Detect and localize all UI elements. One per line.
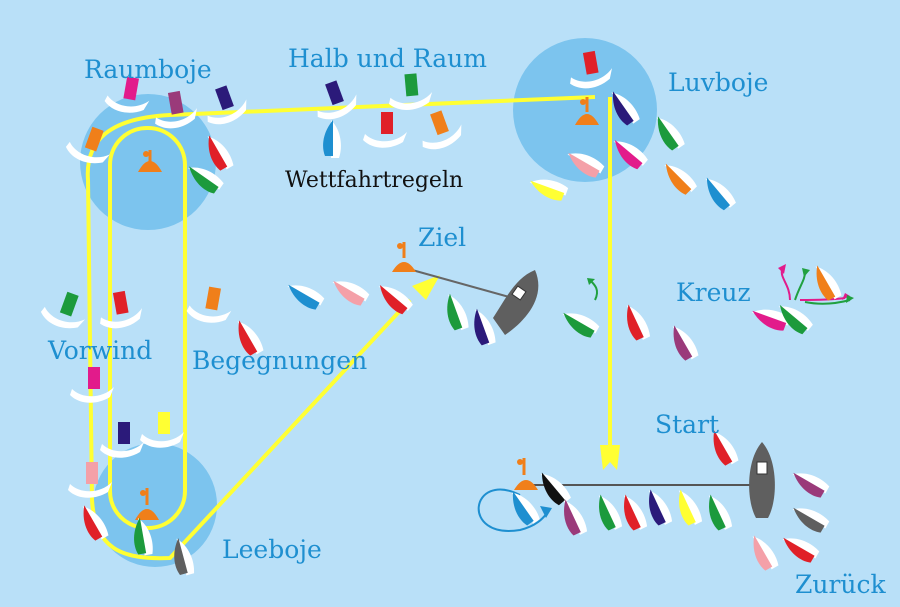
- boat-34: [237, 320, 264, 356]
- buoy-leeboje[interactable]: [135, 488, 159, 520]
- boat-23: [447, 293, 469, 331]
- boat-47: [648, 489, 673, 526]
- boat-22: [378, 284, 413, 315]
- boat-41: [174, 538, 195, 576]
- tack-arrowheads: [587, 264, 854, 303]
- boat-14: [656, 116, 685, 151]
- buoy-start[interactable]: [514, 458, 538, 490]
- buoy-ziel[interactable]: [392, 242, 416, 272]
- boat-32: [100, 290, 143, 329]
- label-ziel[interactable]: Ziel: [418, 223, 467, 252]
- boat-30: [815, 265, 842, 301]
- boat-12: [570, 50, 613, 89]
- label-zurueck[interactable]: Zurück: [795, 570, 886, 599]
- finish-line: [404, 267, 521, 301]
- label-leeboje[interactable]: Leeboje: [222, 535, 322, 564]
- boat-16: [567, 152, 605, 178]
- label-halb-und-raum[interactable]: Halb und Raum: [288, 44, 487, 73]
- label-wettfahrtregeln[interactable]: Wettfahrtregeln: [285, 168, 464, 193]
- boat-5: [207, 135, 234, 171]
- committee-boat-ziel[interactable]: [493, 270, 539, 335]
- boat-11: [323, 120, 341, 158]
- boat-54: [752, 535, 779, 571]
- boat-35: [70, 367, 114, 403]
- penalty-turn-arrowhead: [540, 506, 552, 518]
- boat-52: [792, 507, 830, 533]
- buoy-luvboje[interactable]: [575, 97, 599, 125]
- boat-43: [511, 491, 540, 526]
- boat-9: [363, 112, 407, 148]
- boat-38: [68, 462, 112, 498]
- course-arrowhead-start: [600, 445, 620, 470]
- boat-28: [751, 309, 791, 331]
- boat-33: [186, 286, 232, 323]
- boat-42: [540, 472, 571, 506]
- boat-fleet: [40, 50, 842, 576]
- course-line: [85, 95, 612, 561]
- boat-36: [100, 422, 144, 458]
- boat-17: [529, 179, 569, 201]
- boat-45: [598, 494, 623, 531]
- boat-31: [40, 291, 85, 329]
- boat-19: [705, 177, 736, 211]
- label-raumboje[interactable]: Raumboje: [84, 55, 212, 84]
- boat-20: [287, 284, 325, 310]
- boat-18: [664, 163, 697, 195]
- boat-13: [611, 91, 640, 126]
- label-kreuz[interactable]: Kreuz: [676, 278, 751, 307]
- boat-2: [155, 90, 198, 129]
- boat-24: [474, 308, 496, 346]
- boat-4: [65, 126, 110, 164]
- boat-49: [708, 494, 733, 531]
- boat-53: [782, 537, 820, 563]
- label-start[interactable]: Start: [655, 410, 720, 439]
- boat-51: [792, 472, 830, 498]
- boat-21: [332, 280, 370, 306]
- boat-48: [678, 489, 703, 526]
- boat-6: [187, 166, 224, 194]
- committee-boat-start[interactable]: [749, 442, 775, 518]
- boat-26: [626, 304, 651, 341]
- boat-3: [207, 85, 247, 125]
- boat-29: [778, 304, 813, 335]
- boat-1: [104, 76, 150, 113]
- course-arrowhead-ziel: [412, 275, 440, 300]
- boat-7: [317, 80, 357, 120]
- penalty-turn-loop: [477, 488, 549, 532]
- boat-15: [613, 139, 648, 170]
- label-vorwind[interactable]: Vorwind: [48, 336, 153, 365]
- boat-44: [563, 499, 588, 536]
- boat-25: [562, 312, 600, 338]
- boat-50: [712, 430, 739, 466]
- label-luvboje[interactable]: Luvboje: [668, 68, 769, 97]
- boat-46: [623, 494, 648, 531]
- boat-37: [140, 412, 184, 448]
- label-begegnungen[interactable]: Begegnungen: [192, 346, 368, 375]
- boat-10: [422, 110, 462, 150]
- buoy-raumboje[interactable]: [138, 150, 162, 172]
- boat-40: [134, 517, 153, 556]
- boat-27: [672, 325, 699, 361]
- boat-39: [82, 505, 109, 541]
- boat-8: [388, 73, 433, 110]
